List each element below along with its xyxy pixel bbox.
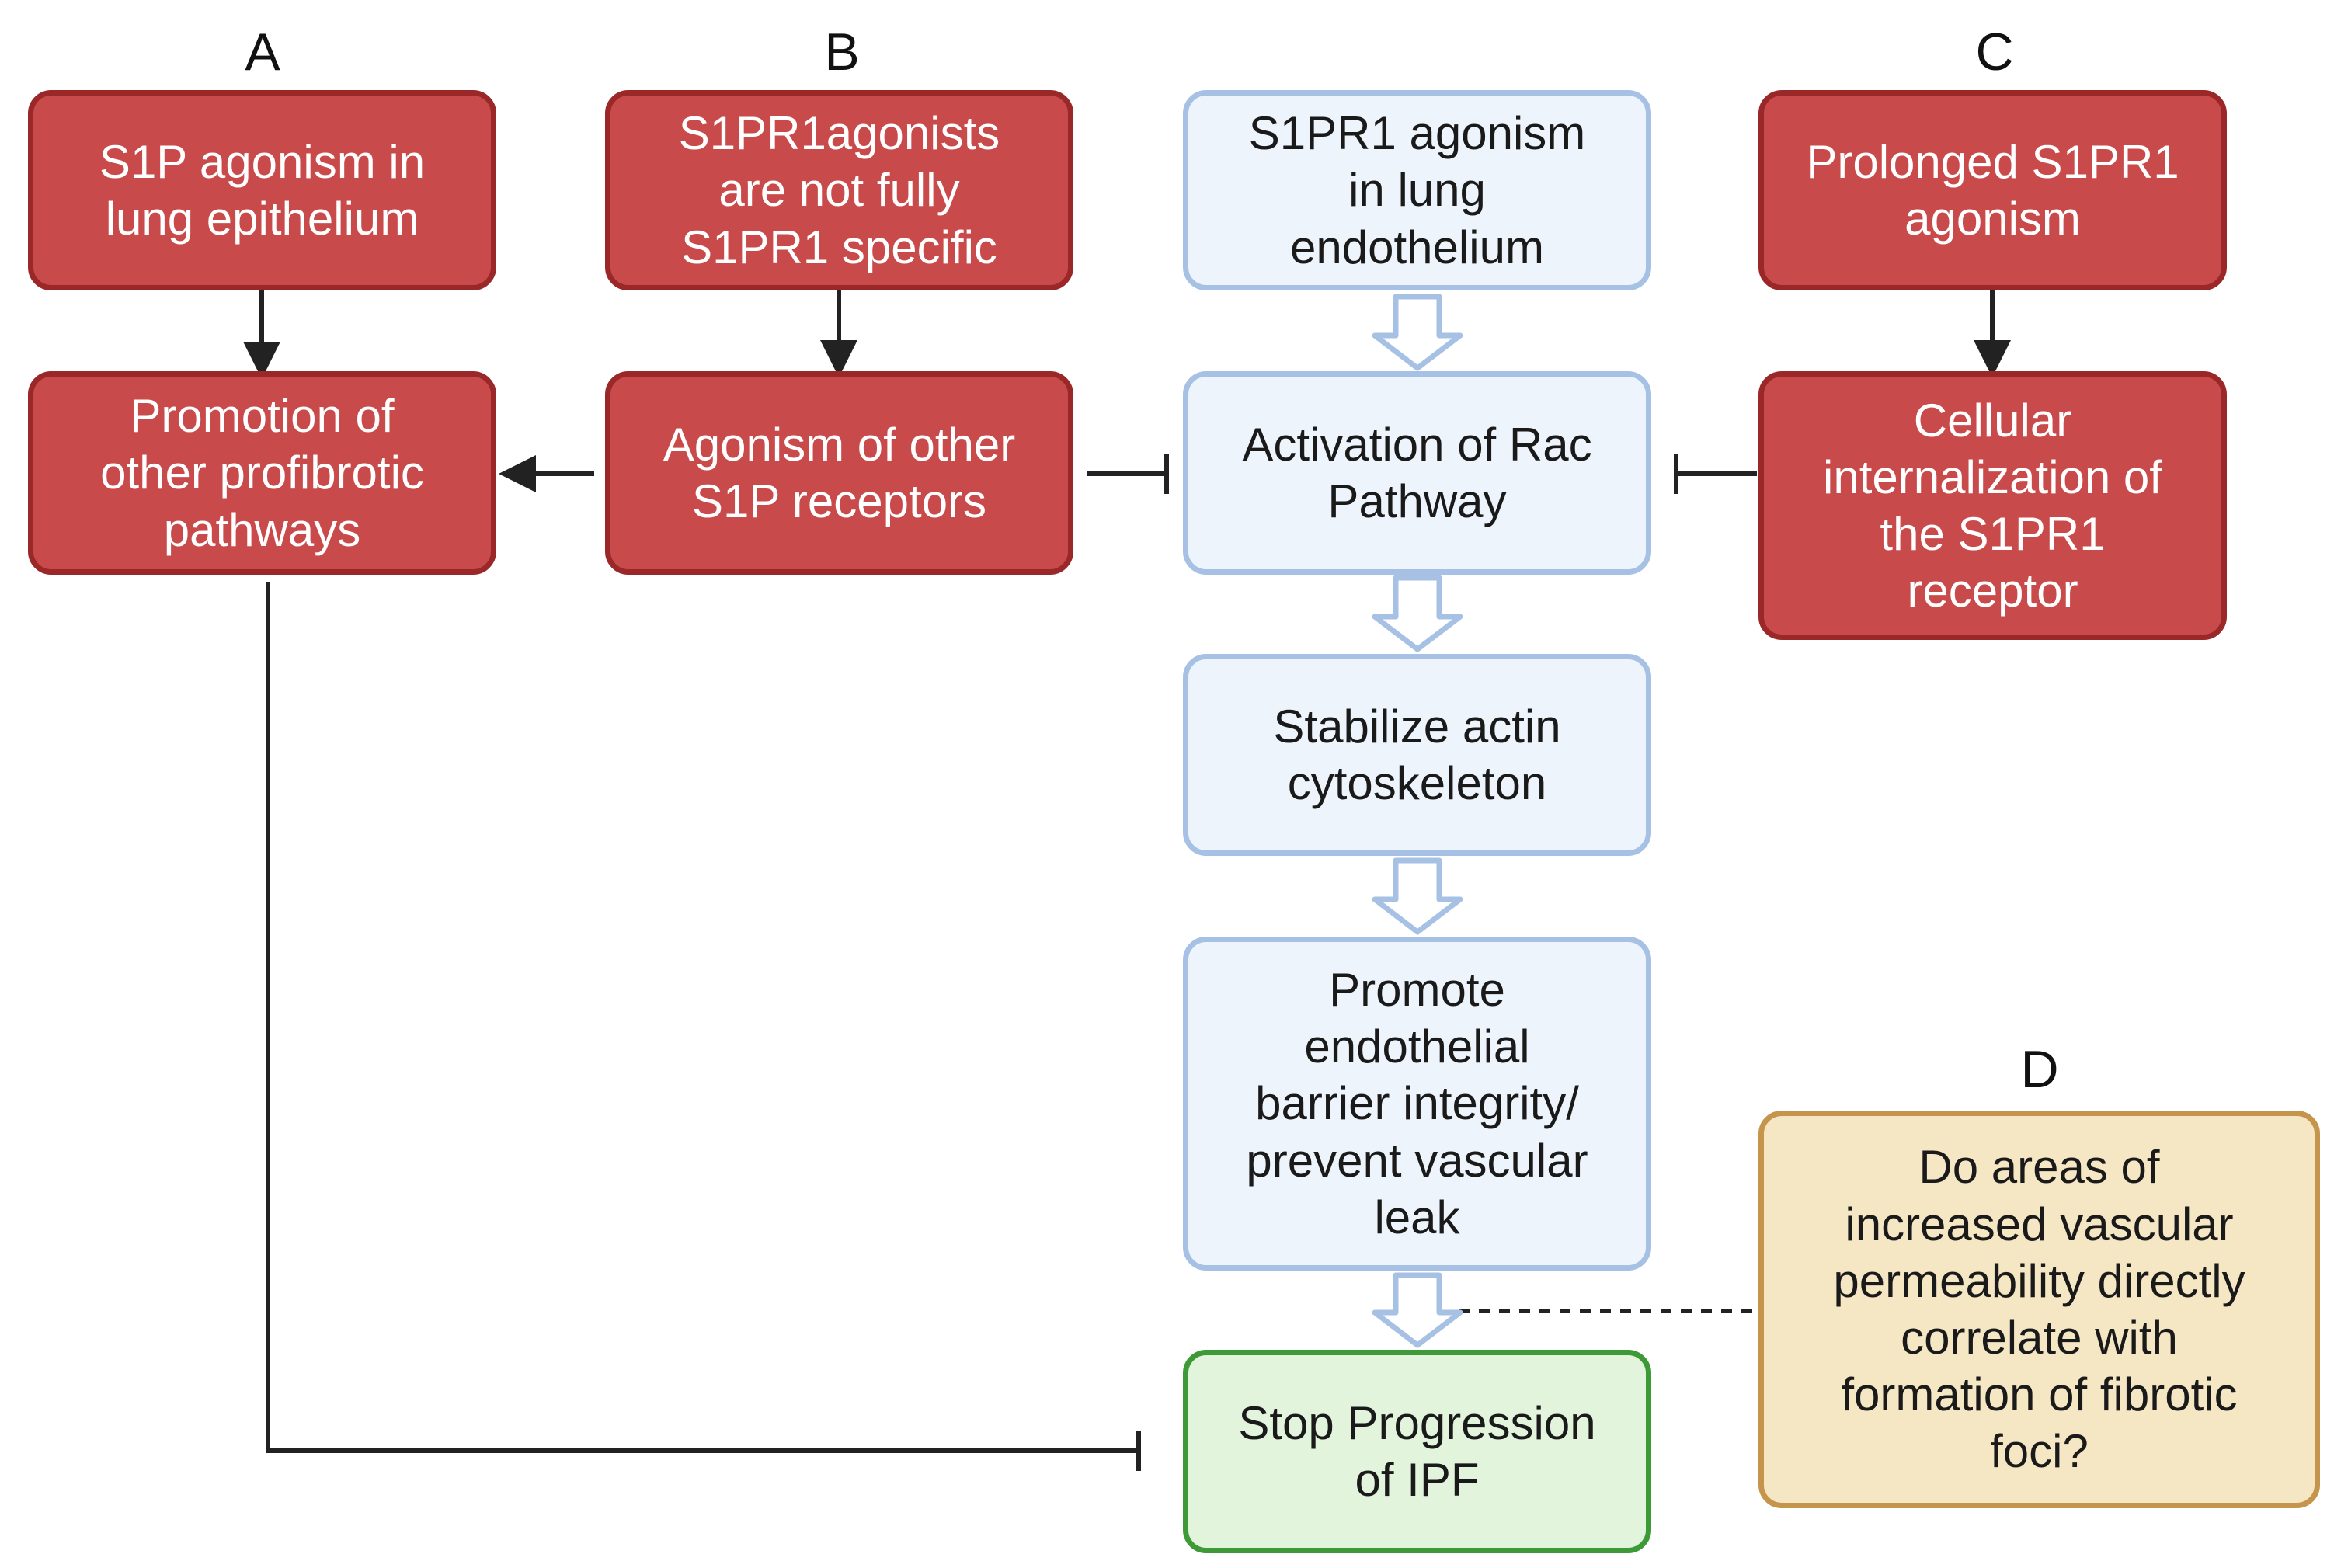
box-actin-cytoskeleton-text: Stabilize actin cytoskeleton xyxy=(1273,700,1561,809)
box-rac-pathway-text: Activation of Rac Pathway xyxy=(1242,418,1592,527)
box-prolonged-agonism: Prolonged S1PR1 agonism xyxy=(1758,90,2227,290)
block-arrow-1 xyxy=(1372,294,1463,371)
box-s1p-agonism-epithelium: S1P agonism in lung epithelium xyxy=(28,90,496,290)
box-barrier-integrity-text: Promote endothelial barrier integrity/ p… xyxy=(1246,964,1588,1243)
box-other-s1p-receptors-text: Agonism of other S1P receptors xyxy=(663,418,1016,527)
block-arrow-2 xyxy=(1372,575,1463,652)
section-label-a: A xyxy=(245,23,280,82)
box-agonists-not-specific-text: S1PR1agonists are not fully S1PR1 specif… xyxy=(678,107,1000,273)
section-label-b: B xyxy=(824,23,860,82)
box-profibrotic-pathways-text: Promotion of other profibrotic pathways xyxy=(100,390,424,556)
box-stop-ipf-text: Stop Progression of IPF xyxy=(1238,1396,1596,1506)
box-question-d-text: Do areas of increased vascular permeabil… xyxy=(1833,1141,2245,1478)
box-stop-ipf: Stop Progression of IPF xyxy=(1183,1350,1651,1553)
box-barrier-integrity: Promote endothelial barrier integrity/ p… xyxy=(1183,937,1651,1271)
box-actin-cytoskeleton: Stabilize actin cytoskeleton xyxy=(1183,654,1651,856)
box-profibrotic-pathways: Promotion of other profibrotic pathways xyxy=(28,371,496,575)
inhibit-a-to-stop-ipf xyxy=(266,582,1139,1453)
box-prolonged-agonism-text: Prolonged S1PR1 agonism xyxy=(1806,135,2179,245)
box-question-d: Do areas of increased vascular permeabil… xyxy=(1758,1111,2320,1508)
section-label-d: D xyxy=(2020,1040,2059,1099)
block-arrow-3 xyxy=(1372,857,1463,935)
box-agonists-not-specific: S1PR1agonists are not fully S1PR1 specif… xyxy=(605,90,1073,290)
box-receptor-internalization: Cellular internalization of the S1PR1 re… xyxy=(1758,371,2227,640)
box-other-s1p-receptors: Agonism of other S1P receptors xyxy=(605,371,1073,575)
section-label-c: C xyxy=(1975,23,2014,82)
box-s1p-agonism-epithelium-text: S1P agonism in lung epithelium xyxy=(99,135,426,245)
box-s1pr1-agonism-endothelium-text: S1PR1 agonism in lung endothelium xyxy=(1248,107,1586,273)
block-arrow-4 xyxy=(1372,1272,1463,1348)
box-s1pr1-agonism-endothelium: S1PR1 agonism in lung endothelium xyxy=(1183,90,1651,290)
box-rac-pathway: Activation of Rac Pathway xyxy=(1183,371,1651,575)
box-receptor-internalization-text: Cellular internalization of the S1PR1 re… xyxy=(1823,394,2162,617)
